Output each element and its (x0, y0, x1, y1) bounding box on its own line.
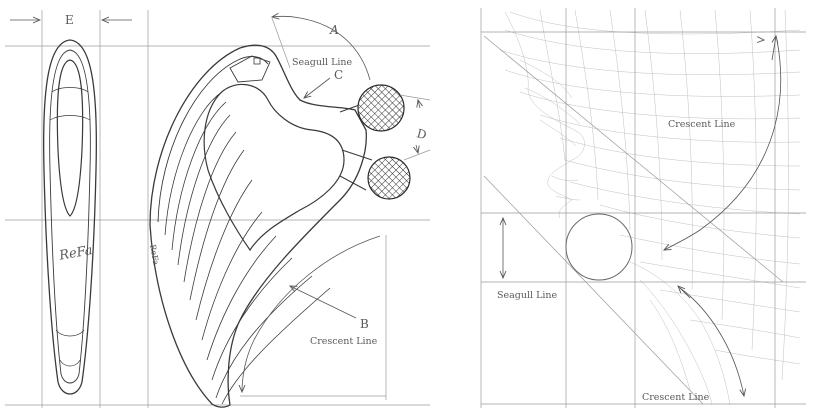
lip-contour-circle (565, 213, 633, 281)
seagull-callout: Seagull Line C (292, 57, 353, 98)
face-mesh (499, 9, 801, 406)
crescent-line-label-upper: Crescent Line (668, 119, 736, 130)
dimension-a: A (272, 16, 371, 81)
dimension-e: E (10, 13, 132, 27)
dimension-e-label: E (65, 13, 74, 27)
dimension-d-label: D (415, 126, 428, 142)
face-mesh-diagram: Seagull Line Crescent Line Crescent Line (480, 8, 806, 408)
dimension-b-label: B (360, 317, 369, 331)
dimension-c-label: C (334, 68, 343, 82)
lower-roller-ball (367, 156, 411, 200)
device-front-view: ReFa (43, 39, 97, 395)
dimension-a-label: A (329, 23, 339, 37)
device-side-view: ReFa (148, 44, 373, 408)
crescent-line-label-left: Crescent Line (310, 336, 378, 347)
seagull-line-label: Seagull Line (292, 57, 353, 68)
upper-roller-ball (357, 84, 405, 132)
left-guides (5, 10, 430, 408)
crescent-callout: B Crescent Line (242, 235, 381, 392)
brand-logo: ReFa (57, 243, 93, 264)
side-logo: ReFa (148, 244, 160, 266)
face-guides (480, 8, 806, 408)
roller-balls (357, 84, 411, 200)
seagull-dimension: Seagull Line (497, 218, 558, 301)
dimension-d: D (399, 94, 431, 161)
crescent-line-label-lower: Crescent Line (642, 392, 710, 403)
seagull-line-label-right: Seagull Line (497, 290, 558, 301)
side-view-ribs (164, 91, 331, 405)
left-roller-diagram: E ReFa (5, 10, 431, 408)
crescent-arrows-right: Crescent Line Crescent Line (642, 36, 782, 403)
